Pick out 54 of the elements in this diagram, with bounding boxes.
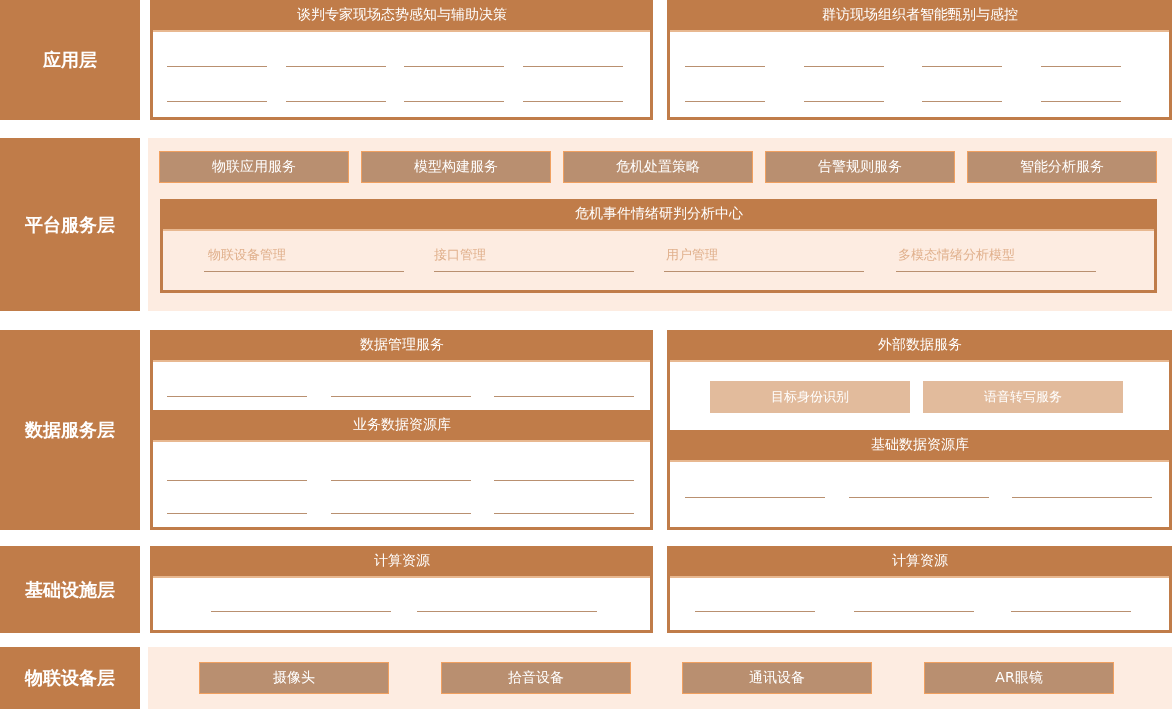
- label-text: 摄像头: [273, 669, 315, 687]
- label-text: 应用层: [43, 48, 97, 72]
- panel-heading: 业务数据资源库: [153, 410, 650, 442]
- label-text: 通讯设备: [749, 669, 805, 687]
- panel-heading: 数据管理服务: [153, 330, 650, 362]
- layer-band: [148, 138, 1172, 311]
- panel: [150, 0, 653, 120]
- panel-heading: 外部数据服务: [670, 330, 1169, 362]
- label-text: 目标身份识别: [771, 388, 849, 406]
- panel-heading: 基础数据资源库: [670, 430, 1169, 462]
- label-text: 物联设备层: [25, 666, 115, 690]
- layer-label: [0, 330, 140, 530]
- service-box: [199, 662, 389, 694]
- label-text: 数据服务层: [25, 418, 115, 442]
- label-text: AR眼镜: [995, 669, 1043, 687]
- label-text: 告警规则服务: [818, 158, 902, 176]
- label-text: 拾音设备: [508, 669, 564, 687]
- item-label: 用户管理: [666, 246, 718, 264]
- panel: [667, 546, 1172, 633]
- label-text: 危机处置策略: [616, 158, 700, 176]
- layer-band: [148, 647, 1172, 709]
- panel: [667, 0, 1172, 120]
- panel-heading: 危机事件情绪研判分析中心: [163, 199, 1154, 231]
- panel: [667, 330, 1172, 530]
- panel: [150, 330, 653, 530]
- service-box: [924, 662, 1114, 694]
- label-text: 物联应用服务: [212, 158, 296, 176]
- item-label: 接口管理: [434, 246, 486, 264]
- service-box: [710, 381, 910, 413]
- service-box: [682, 662, 872, 694]
- panel-heading: 谈判专家现场态势感知与辅助决策: [153, 0, 650, 32]
- item-label: 物联设备管理: [208, 246, 286, 264]
- panel-heading: 群访现场组织者智能甄别与感控: [670, 0, 1169, 32]
- layer-label: [0, 647, 140, 709]
- panel: [160, 199, 1157, 293]
- panel-heading: 计算资源: [670, 546, 1169, 578]
- label-text: 语音转写服务: [984, 388, 1062, 406]
- label-text: 平台服务层: [25, 212, 115, 237]
- service-box: [441, 662, 631, 694]
- label-text: 基础设施层: [25, 577, 115, 602]
- label-text: 模型构建服务: [414, 158, 498, 176]
- service-box: [765, 151, 955, 183]
- layer-label: [0, 546, 140, 633]
- service-box: [361, 151, 551, 183]
- label-text: 智能分析服务: [1020, 158, 1104, 176]
- service-box: [967, 151, 1157, 183]
- layer-label: [0, 138, 140, 311]
- layer-label: [0, 0, 140, 120]
- service-box: [563, 151, 753, 183]
- service-box: [159, 151, 349, 183]
- service-box: [923, 381, 1123, 413]
- item-label: 多模态情绪分析模型: [898, 246, 1015, 264]
- panel: [150, 546, 653, 633]
- panel-heading: 计算资源: [153, 546, 650, 578]
